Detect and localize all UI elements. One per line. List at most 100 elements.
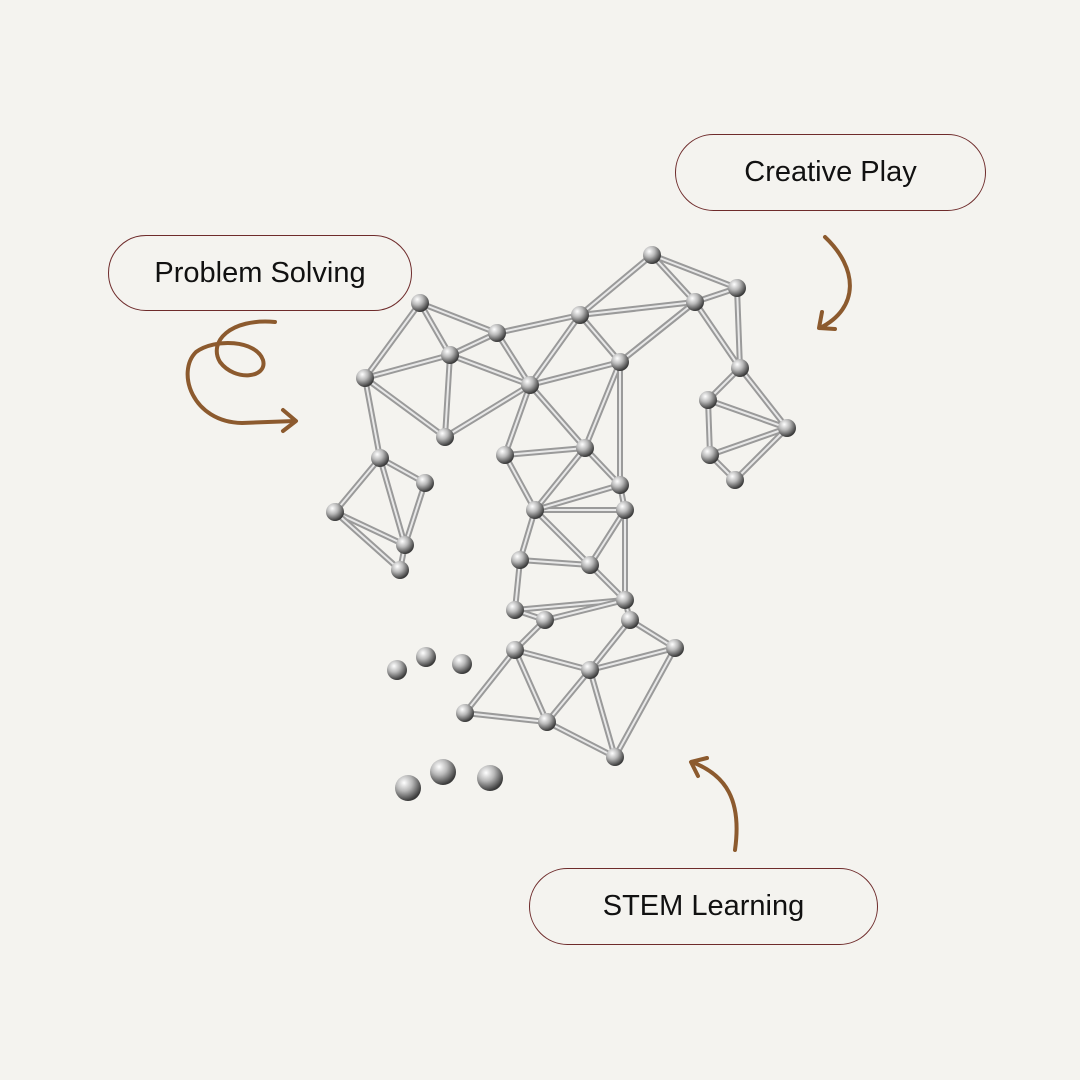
rod (584, 361, 621, 449)
stem-learning-label: STEM Learning (529, 868, 878, 945)
rod (544, 599, 626, 621)
steel-ball (506, 601, 524, 619)
steel-ball (416, 474, 434, 492)
rod (709, 427, 788, 456)
steel-ball (391, 561, 409, 579)
rod (504, 454, 536, 511)
steel-ball (621, 611, 639, 629)
rod (736, 287, 741, 369)
rod (739, 367, 788, 429)
steel-ball (701, 446, 719, 464)
arrows (185, 235, 852, 852)
rod (529, 314, 581, 386)
steel-ball (411, 294, 429, 312)
rod (514, 649, 548, 723)
steel-ball (371, 449, 389, 467)
rod (444, 384, 531, 438)
steel-ball (326, 503, 344, 521)
steel-ball (511, 551, 529, 569)
steel-ball (726, 471, 744, 489)
rod (444, 354, 451, 438)
rod (534, 447, 586, 511)
rod (529, 384, 586, 449)
rod (464, 712, 548, 723)
steel-ball (643, 246, 661, 264)
steel-ball (396, 536, 414, 554)
rod (529, 361, 621, 386)
balls (326, 246, 796, 801)
steel-ball (521, 376, 539, 394)
steel-ball (496, 446, 514, 464)
steel-ball (606, 748, 624, 766)
rod (589, 647, 676, 671)
rod (364, 354, 451, 379)
steel-ball (728, 279, 746, 297)
rod (364, 302, 421, 379)
steel-ball (456, 704, 474, 722)
rod (589, 619, 631, 671)
steel-ball (581, 556, 599, 574)
rod (694, 301, 741, 369)
rod (334, 511, 406, 546)
steel-ball (686, 293, 704, 311)
rod (504, 447, 586, 456)
rod (546, 721, 616, 758)
steel-ball (506, 641, 524, 659)
rod (579, 254, 653, 316)
steel-ball (581, 661, 599, 679)
steel-ball (356, 369, 374, 387)
steel-ball (526, 501, 544, 519)
steel-ball (416, 647, 436, 667)
rod (589, 669, 616, 758)
steel-ball (488, 324, 506, 342)
steel-ball (778, 419, 796, 437)
rod (379, 457, 406, 546)
rod (614, 647, 676, 758)
steel-ball (571, 306, 589, 324)
steel-ball (731, 359, 749, 377)
steel-ball (576, 439, 594, 457)
rod (419, 302, 498, 334)
rod (464, 649, 516, 714)
rod (419, 302, 451, 356)
steel-ball (538, 713, 556, 731)
rod (334, 511, 401, 571)
steel-ball (452, 654, 472, 674)
rod (519, 559, 591, 566)
problem-solving-label: Problem Solving (108, 235, 412, 311)
rod (546, 669, 591, 723)
steel-ball (666, 639, 684, 657)
rod (707, 399, 711, 456)
rod (651, 254, 738, 289)
rod (404, 482, 426, 546)
spiral-arrow-icon (185, 319, 298, 433)
rod (514, 649, 591, 671)
rod (579, 314, 621, 363)
steel-ball (616, 501, 634, 519)
steel-ball (611, 353, 629, 371)
rod (364, 377, 381, 459)
rod (364, 377, 446, 438)
rod (707, 399, 788, 429)
rod (534, 509, 591, 566)
rod (734, 427, 788, 481)
creative-play-label: Creative Play (675, 134, 986, 211)
rod (449, 354, 531, 386)
rod (496, 314, 581, 334)
steel-ball (436, 428, 454, 446)
curved-arrow-icon (817, 235, 852, 331)
steel-ball (441, 346, 459, 364)
steel-ball (430, 759, 456, 785)
steel-ball (536, 611, 554, 629)
steel-ball (616, 591, 634, 609)
rod (534, 484, 621, 511)
curved-arrow-icon (689, 756, 739, 852)
steel-ball (477, 765, 503, 791)
rod (589, 509, 626, 566)
rods (332, 252, 790, 760)
steel-ball (699, 391, 717, 409)
rod (334, 457, 381, 513)
steel-ball (387, 660, 407, 680)
rod (504, 384, 531, 456)
